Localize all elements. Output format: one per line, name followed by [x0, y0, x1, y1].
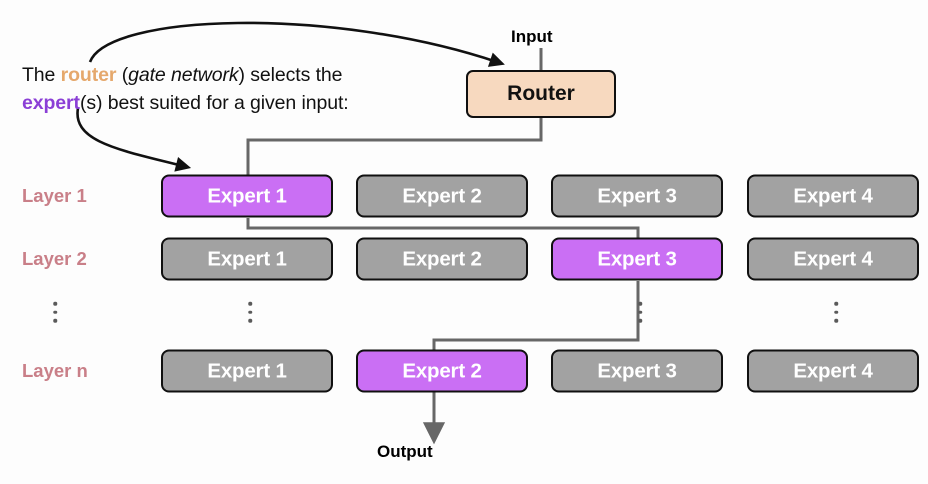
- input-label: Input: [511, 27, 553, 46]
- annotation-arrow-to-router: [88, 21, 505, 67]
- expert-l2-e3[interactable]: Expert 3: [551, 237, 723, 281]
- layer-label-n: Layer n: [22, 360, 88, 381]
- expert-ln-e4[interactable]: Expert 4: [747, 349, 919, 393]
- caption-seg-2: (: [116, 64, 129, 86]
- expert-label: Expert 3: [597, 247, 677, 270]
- vertical-ellipsis-col-3: [638, 301, 642, 323]
- expert-label: Expert 1: [207, 184, 287, 207]
- layer-label-2: Layer 2: [22, 248, 87, 269]
- expert-l1-e3[interactable]: Expert 3: [551, 174, 723, 218]
- caption-keyword-expert: expert: [22, 92, 80, 114]
- expert-label: Expert 4: [793, 184, 873, 207]
- wire-l1e1-to-l2e3: [246, 218, 640, 238]
- expert-l2-e2[interactable]: Expert 2: [356, 237, 528, 281]
- router-box-label: Router: [507, 82, 575, 105]
- expert-label: Expert 2: [402, 247, 482, 270]
- expert-label: Expert 2: [402, 184, 482, 207]
- wire-l2e3-to-lne2: [432, 281, 640, 350]
- wire-router-to-l1e1: [246, 118, 543, 175]
- vertical-ellipsis-col-1: [248, 301, 252, 323]
- expert-l1-e2[interactable]: Expert 2: [356, 174, 528, 218]
- expert-ln-e1[interactable]: Expert 1: [161, 349, 333, 393]
- expert-ln-e3[interactable]: Expert 3: [551, 349, 723, 393]
- expert-l1-e1[interactable]: Expert 1: [161, 174, 333, 218]
- caption-keyword-gate-network: gate network: [128, 64, 239, 86]
- caption-text: The router (gate network) selects the ex…: [22, 61, 422, 117]
- expert-l2-e4[interactable]: Expert 4: [747, 237, 919, 281]
- expert-l1-e4[interactable]: Expert 4: [747, 174, 919, 218]
- expert-label: Expert 1: [207, 359, 287, 382]
- caption-seg-4: (s) best suited for a given input:: [79, 92, 349, 114]
- vertical-ellipsis-layers: [53, 301, 57, 323]
- expert-label: Expert 3: [597, 359, 677, 382]
- vertical-ellipsis-col-4: [834, 301, 838, 323]
- expert-label: Expert 3: [597, 184, 677, 207]
- router-box[interactable]: Router: [466, 70, 616, 118]
- expert-ln-e2[interactable]: Expert 2: [356, 349, 528, 393]
- expert-label: Expert 2: [402, 359, 482, 382]
- expert-label: Expert 4: [793, 247, 873, 270]
- layer-label-1: Layer 1: [22, 185, 87, 206]
- output-label: Output: [377, 442, 433, 461]
- caption-seg-1: The: [22, 64, 61, 86]
- caption-keyword-router: router: [60, 64, 117, 86]
- expert-l2-e1[interactable]: Expert 1: [161, 237, 333, 281]
- caption-seg-3: ) selects the: [238, 64, 343, 86]
- expert-label: Expert 4: [793, 359, 873, 382]
- expert-label: Expert 1: [207, 247, 287, 270]
